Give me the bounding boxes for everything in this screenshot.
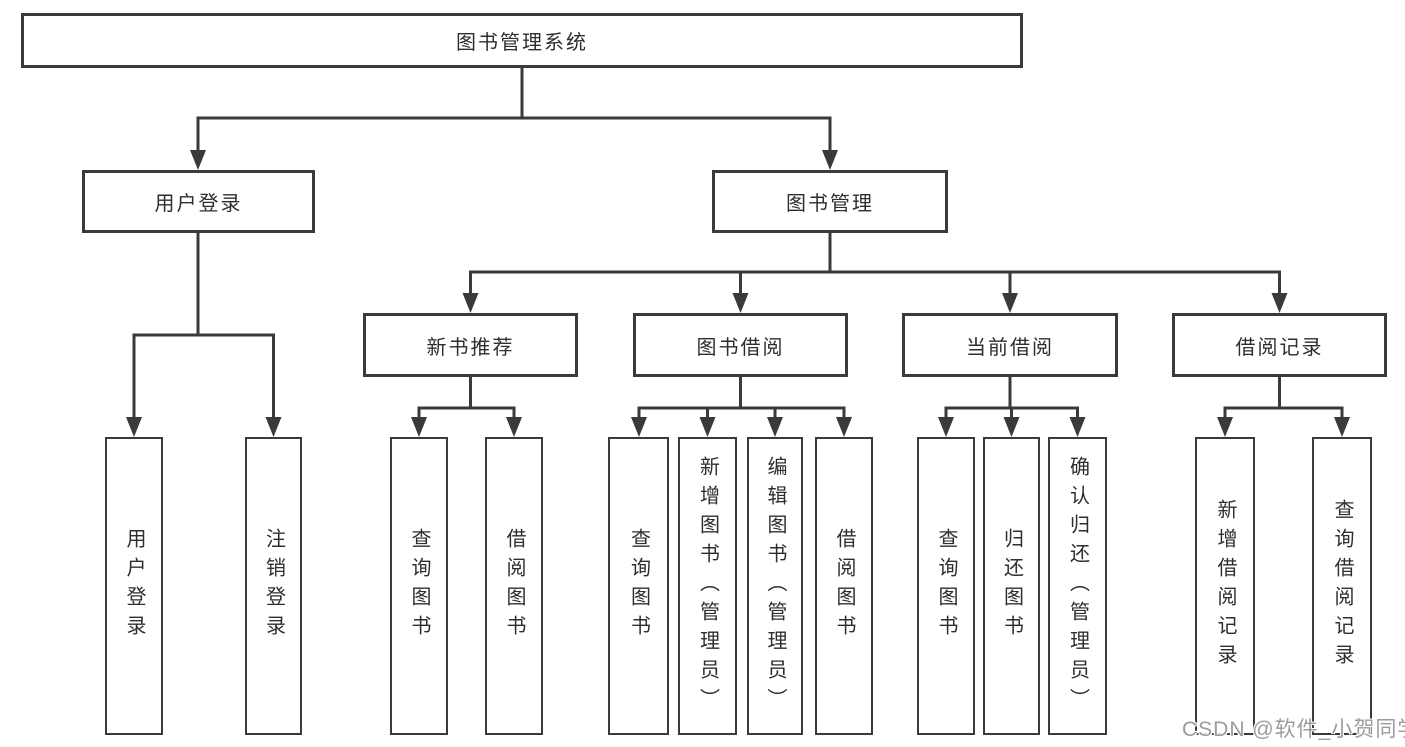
node-label: 图书管理系统 xyxy=(456,32,588,54)
node-label: 图书管理 xyxy=(786,193,874,215)
node-book-borrowing: 图书借阅 xyxy=(633,313,848,377)
node-label: 归还图书 xyxy=(1000,528,1023,644)
node-confirm-return-admin: 确认归还（管理员） xyxy=(1048,437,1107,735)
node-add-borrow-record: 新增借阅记录 xyxy=(1195,437,1255,735)
node-return-books: 归还图书 xyxy=(983,437,1040,735)
node-label: 查询图书 xyxy=(935,528,957,644)
node-label: 确认归还（管理员） xyxy=(1066,455,1089,717)
node-borrowing-records: 借阅记录 xyxy=(1172,313,1387,377)
csdn-watermark: CSDN @软件_小贺同学 xyxy=(1182,718,1405,741)
node-root: 图书管理系统 xyxy=(21,13,1023,68)
node-query-books-recommend: 查询图书 xyxy=(390,437,448,735)
node-edit-books-admin: 编辑图书（管理员） xyxy=(747,437,803,735)
wires-root xyxy=(190,66,838,170)
node-label: 注销登录 xyxy=(262,528,285,644)
node-label: 用户登录 xyxy=(154,193,243,215)
node-label: 查询图书 xyxy=(627,528,650,644)
node-label: 用户登录 xyxy=(123,528,145,644)
node-borrow-books-borrowing: 借阅图书 xyxy=(815,437,873,735)
node-label: 编辑图书（管理员） xyxy=(764,455,786,717)
node-book-management: 图书管理 xyxy=(712,170,948,233)
node-query-books-current: 查询图书 xyxy=(917,437,975,735)
wires-user-login xyxy=(126,231,282,437)
node-add-books-admin: 新增图书（管理员） xyxy=(678,437,737,735)
node-current-borrowing: 当前借阅 xyxy=(902,313,1118,377)
wires-book-borrowing xyxy=(631,375,852,437)
node-logout-leaf: 注销登录 xyxy=(245,437,302,735)
node-label: 查询图书 xyxy=(408,528,430,644)
wires-book-management xyxy=(462,231,1288,313)
node-label: 新增图书（管理员） xyxy=(696,455,719,717)
node-user-login: 用户登录 xyxy=(82,170,315,233)
node-label: 新增借阅记录 xyxy=(1214,499,1236,673)
node-label: 借阅图书 xyxy=(503,528,525,644)
node-new-book-recommend: 新书推荐 xyxy=(363,313,578,377)
wires-new-book-recommend xyxy=(411,375,522,437)
node-label: 新书推荐 xyxy=(426,336,515,359)
node-label: 借阅图书 xyxy=(833,528,855,644)
node-query-books-borrowing: 查询图书 xyxy=(608,437,669,735)
node-query-borrow-record: 查询借阅记录 xyxy=(1312,437,1372,735)
node-label: 当前借阅 xyxy=(966,336,1054,359)
wires-current-borrowing xyxy=(938,375,1086,437)
node-label: 图书借阅 xyxy=(696,336,785,359)
node-user-login-leaf: 用户登录 xyxy=(105,437,163,735)
wires-borrowing-records xyxy=(1217,375,1350,437)
node-label: 查询借阅记录 xyxy=(1331,499,1353,673)
node-borrow-books-recommend: 借阅图书 xyxy=(485,437,543,735)
node-label: 借阅记录 xyxy=(1235,336,1324,359)
